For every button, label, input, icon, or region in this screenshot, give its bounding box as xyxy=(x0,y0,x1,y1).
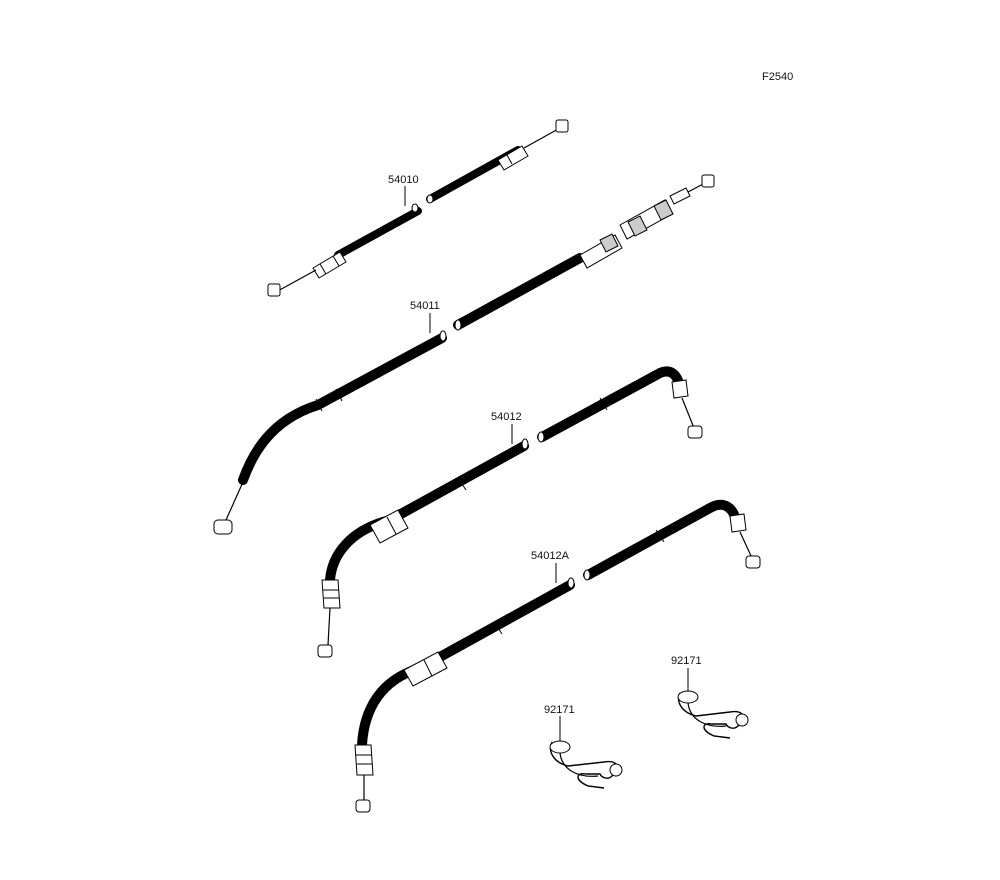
part-label-92171-left: 92171 xyxy=(544,704,575,716)
cable-54011[interactable] xyxy=(213,174,715,535)
part-label-92171-right: 92171 xyxy=(671,655,702,667)
clamp-92171-left[interactable] xyxy=(549,716,623,789)
part-label-54012: 54012 xyxy=(491,411,522,423)
figure-code: F2540 xyxy=(762,71,793,83)
part-label-54011: 54011 xyxy=(410,300,440,312)
cable-54010[interactable] xyxy=(267,119,569,297)
cable-54012[interactable] xyxy=(317,366,703,658)
part-label-54010: 54010 xyxy=(388,174,419,186)
cable-54012a[interactable] xyxy=(354,499,761,813)
clamp-92171-right[interactable] xyxy=(677,668,749,739)
part-label-54012a: 54012A xyxy=(531,550,570,562)
